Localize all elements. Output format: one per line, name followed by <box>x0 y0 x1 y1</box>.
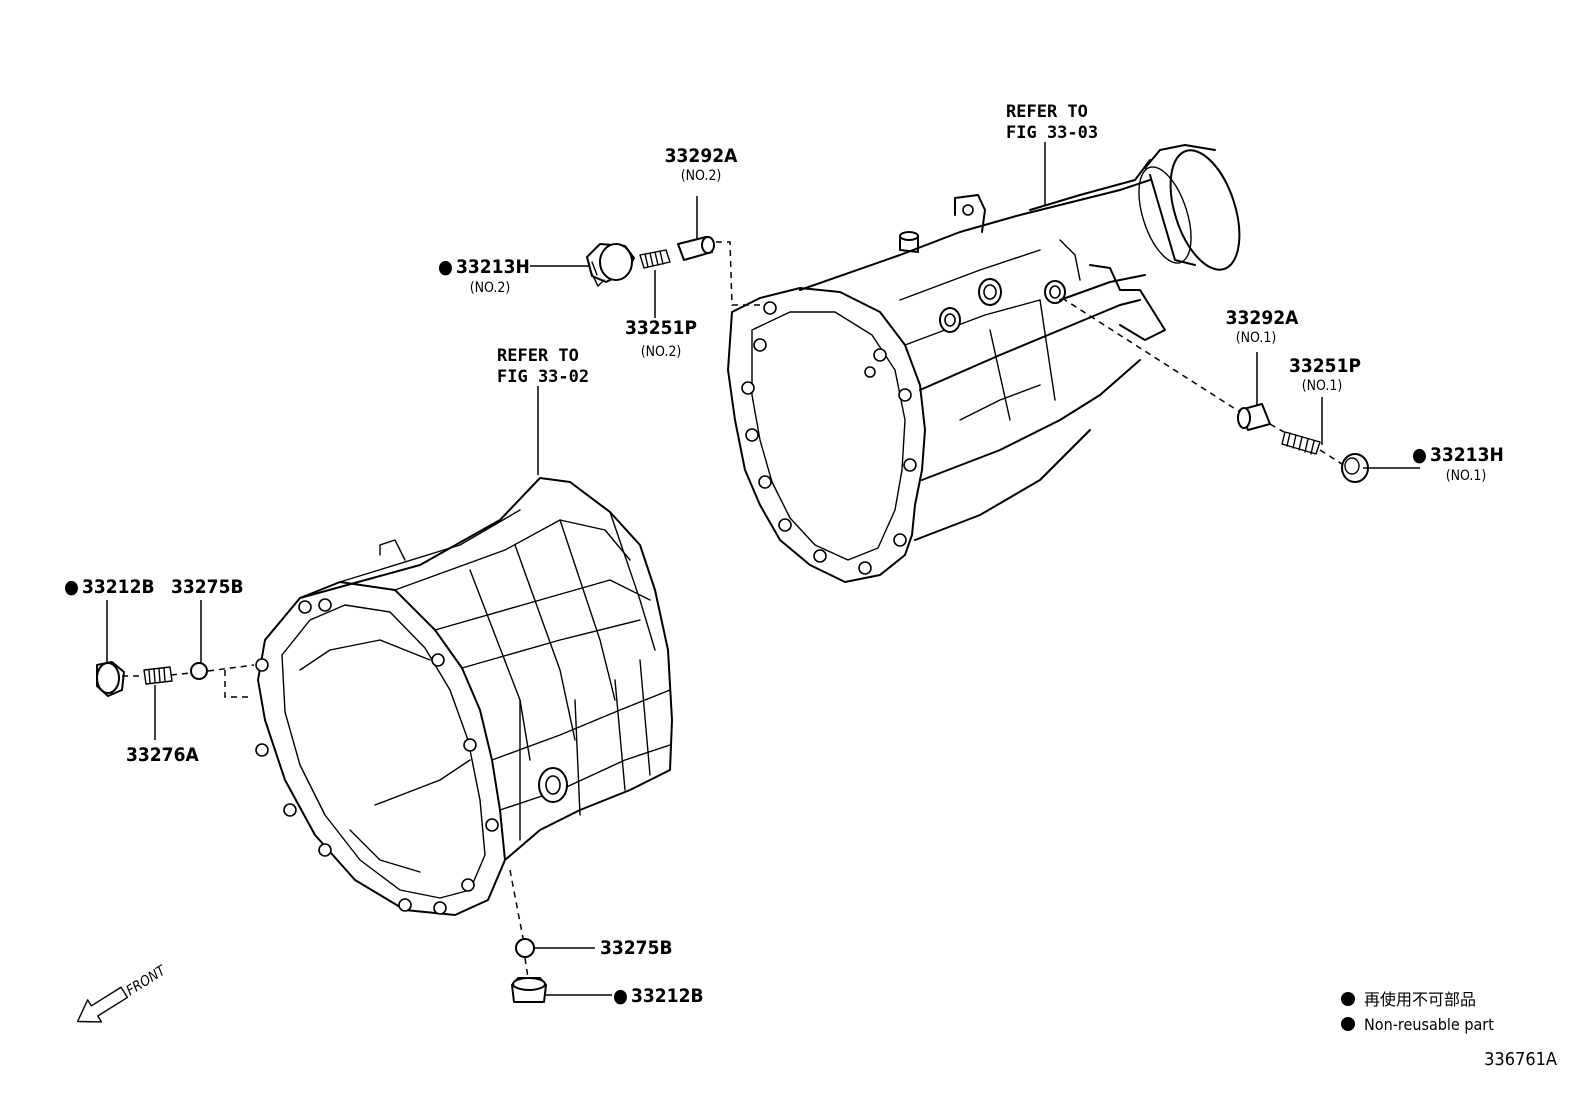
legend-jp: 再使用不可部品 <box>1364 990 1476 1009</box>
label-33213h-no1: 33213H <box>1430 444 1504 466</box>
figure-id: 336761A <box>1484 1049 1557 1070</box>
bullet-33213h-no2: ● <box>438 256 453 278</box>
label-33251p-no2: 33251P <box>625 317 697 339</box>
extension-housing <box>727 144 1241 583</box>
front-arrow-icon: FRONT <box>76 962 170 1023</box>
sub-33251p-no2: (NO.2) <box>641 344 682 360</box>
sub-33251p-no1: (NO.1) <box>1302 378 1343 394</box>
plug-33213h-no1-icon <box>1341 453 1369 483</box>
label-33276a: 33276A <box>126 744 199 766</box>
sub-33292a-no2: (NO.2) <box>681 168 722 184</box>
plug-33212b-left-icon <box>96 661 125 697</box>
ball-33275b-bottom-icon <box>515 938 535 958</box>
bullet-33212b-left: ● <box>64 576 79 598</box>
legend-bullet-jp-icon <box>1341 992 1355 1006</box>
label-33275b-bottom: 33275B <box>600 937 673 959</box>
bullet-33212b-bottom: ● <box>613 985 628 1007</box>
refer-33-02-line2: FIG 33-02 <box>497 367 589 387</box>
label-33213h-no2: 33213H <box>456 256 530 278</box>
ball-33275b-left-icon <box>190 662 208 680</box>
legend: 再使用不可部品 Non-reusable part <box>1341 990 1494 1034</box>
sub-33292a-no1: (NO.1) <box>1236 330 1277 346</box>
spring-33251p-no1-icon <box>1281 431 1321 455</box>
plug-33213h-no2-icon <box>586 243 635 287</box>
front-label: FRONT <box>124 962 170 999</box>
part-labels: 33292A (NO.2) ● 33213H (NO.2) 33251P (NO… <box>64 102 1504 1007</box>
plug-33212b-bottom-icon <box>511 977 547 1003</box>
leader-lines <box>106 142 1420 996</box>
pin-33292a-no1-icon <box>1237 403 1271 431</box>
sub-33213h-no1: (NO.1) <box>1446 468 1487 484</box>
legend-en: Non-reusable part <box>1364 1015 1494 1034</box>
spring-33276a-icon <box>143 666 173 685</box>
label-33212b-bottom: 33212B <box>631 985 704 1007</box>
transmission-case <box>255 477 673 916</box>
label-33212b-left: 33212B <box>82 576 155 598</box>
refer-33-03-line2: FIG 33-03 <box>1006 123 1098 143</box>
label-33275b-left: 33275B <box>171 576 244 598</box>
refer-33-03-line1: REFER TO <box>1006 102 1088 122</box>
spring-33251p-no2-icon <box>639 249 671 269</box>
label-33251p-no1: 33251P <box>1289 355 1361 377</box>
pin-33292a-no2-icon <box>677 236 715 261</box>
label-33292a-no2: 33292A <box>665 145 738 167</box>
refer-33-02-line1: REFER TO <box>497 346 579 366</box>
sub-33213h-no2: (NO.2) <box>470 280 511 296</box>
label-33292a-no1: 33292A <box>1226 307 1299 329</box>
legend-bullet-en-icon <box>1341 1017 1355 1031</box>
bullet-33213h-no1: ● <box>1412 444 1427 466</box>
